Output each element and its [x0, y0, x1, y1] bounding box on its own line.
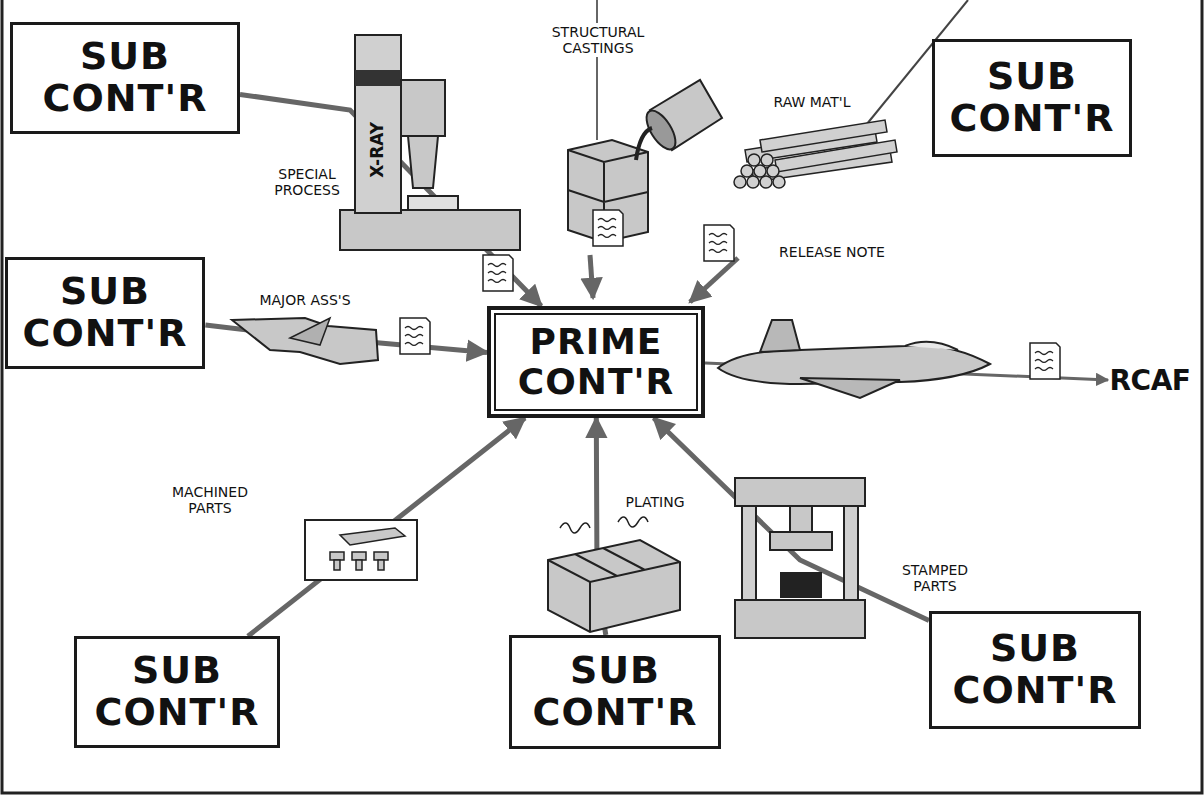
part-label: SPECIAL PROCESS	[271, 165, 343, 199]
supply-arrow	[654, 418, 929, 620]
subcontractor-box: SUB CONT'R	[74, 636, 280, 748]
box-label: SUB CONT'R	[23, 271, 188, 355]
subcontractor-box: SUB CONT'R	[929, 611, 1141, 729]
subcontractor-box: SUB CONT'R	[932, 39, 1133, 157]
box-label: SUB CONT'R	[950, 56, 1115, 140]
box-label: PRIME CONT'R	[518, 322, 674, 401]
subcontractor-box: SUB CONT'R	[10, 22, 240, 134]
part-label: PLATING	[622, 493, 687, 511]
box-label: SUB CONT'R	[95, 650, 260, 734]
box-label: SUB CONT'R	[953, 628, 1118, 712]
destination-label: RCAF	[1107, 364, 1194, 398]
part-label: RELEASE NOTE	[776, 243, 888, 261]
machine-label: X-RAY	[367, 119, 389, 181]
subcontractor-box: SUB CONT'R	[509, 635, 721, 749]
part-label: MACHINED PARTS	[169, 483, 251, 517]
supply-arrow	[248, 418, 525, 636]
part-label: MAJOR ASS'S	[256, 291, 353, 309]
part-label: RAW MAT'L	[770, 93, 853, 111]
part-label: STAMPED PARTS	[899, 561, 971, 595]
box-label: SUB CONT'R	[533, 650, 698, 734]
subcontractor-box: SUB CONT'R	[5, 257, 206, 369]
box-label: SUB CONT'R	[43, 36, 208, 120]
part-label: STRUCTURAL CASTINGS	[549, 23, 648, 57]
prime-contractor-box: PRIME CONT'R	[487, 306, 705, 418]
